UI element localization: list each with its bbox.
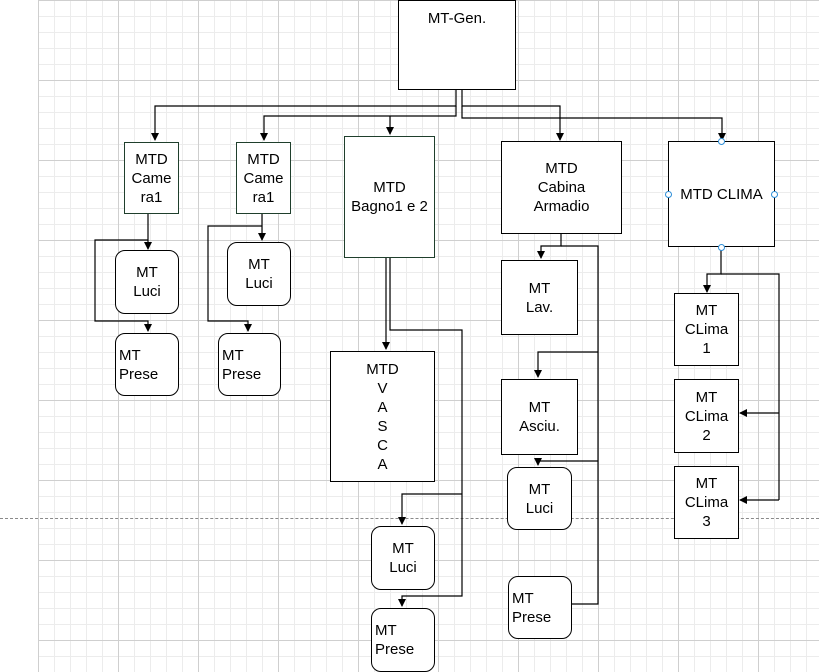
canvas-margin (0, 0, 38, 672)
connector-gen-clima[interactable] (461, 106, 726, 141)
connector-cabina-lav[interactable] (537, 234, 562, 259)
node-mt-luci-bagno[interactable]: MT Luci (371, 526, 435, 590)
node-mtd-vasca[interactable]: MTD V A S C A (330, 351, 435, 482)
node-label: MT CLima 2 (684, 388, 729, 444)
connector-bagno-luci[interactable] (398, 493, 462, 525)
node-label: MTD Came ra1 (131, 150, 172, 206)
connector-cabina-asciu[interactable] (534, 351, 598, 378)
node-label: MT Luci (133, 264, 161, 300)
connector-clima-branch[interactable] (721, 273, 780, 500)
node-mtd-clima[interactable]: MTD CLIMA (668, 141, 775, 247)
connector-gen-camera1b[interactable] (260, 106, 457, 141)
node-mt-prese-camera1-a[interactable]: MT Prese (115, 333, 179, 396)
node-label: MT Lav. (525, 279, 554, 316)
node-mtd-cabina-armadio[interactable]: MTD Cabina Armadio (501, 141, 622, 234)
node-label: MT Asciu. (519, 399, 560, 435)
node-label: MT Luci (245, 256, 273, 292)
connector-camera1a-prese[interactable] (94, 239, 152, 332)
node-label: MTD Came ra1 (243, 150, 284, 206)
node-label: MT Prese (119, 347, 159, 383)
connector-clima-clima1[interactable] (703, 247, 722, 293)
node-mtd-camera1-b[interactable]: MTD Came ra1 (236, 142, 291, 214)
node-label: MT CLima 1 (684, 302, 729, 357)
connector-cabina-luci[interactable] (534, 458, 598, 466)
selection-handle-top[interactable] (718, 138, 725, 145)
node-mt-prese-camera1-b[interactable]: MT Prese (218, 333, 281, 396)
node-label: MT-Gen. (427, 10, 487, 27)
node-mt-prese-cabina[interactable]: MT Prese (508, 576, 572, 639)
node-label: MTD V A S C A (366, 361, 399, 473)
node-mt-luci-camera1-a[interactable]: MT Luci (115, 250, 179, 314)
node-label: MT Luci (525, 480, 554, 517)
node-mt-gen[interactable]: MT-Gen. (398, 0, 516, 90)
node-label: MT Luci (389, 540, 417, 576)
connector-camera1b-prese[interactable] (207, 225, 262, 332)
node-mt-lav[interactable]: MT Lav. (501, 260, 578, 335)
node-mtd-bagno[interactable]: MTD Bagno1 e 2 (344, 136, 435, 258)
node-label: MTD CLIMA (680, 185, 763, 203)
selection-handle-bottom[interactable] (718, 244, 725, 251)
node-label: MTD Bagno1 e 2 (351, 179, 428, 215)
node-label: MT Prese (375, 622, 415, 658)
connector-gen-camera1a[interactable] (151, 90, 457, 141)
selection-handle-left[interactable] (665, 191, 672, 198)
node-mt-luci-camera1-b[interactable]: MT Luci (227, 242, 291, 306)
node-mt-clima-3[interactable]: MT CLima 3 (674, 466, 739, 539)
node-label: MT Prese (222, 347, 262, 383)
node-label: MT Prese (512, 590, 552, 626)
connector-gen-cabina[interactable] (461, 90, 564, 141)
selection-handle-right[interactable] (771, 191, 778, 198)
connector-cabina-branch[interactable] (561, 245, 599, 605)
node-mt-clima-1[interactable]: MT CLima 1 (674, 293, 739, 366)
node-label: MTD Cabina Armadio (533, 160, 590, 215)
node-mt-asciu[interactable]: MT Asciu. (501, 379, 578, 455)
node-mt-prese-bagno[interactable]: MT Prese (371, 608, 435, 672)
page-break-line (0, 518, 819, 519)
node-mtd-camera1-a[interactable]: MTD Came ra1 (124, 142, 179, 214)
node-mt-luci-cabina[interactable]: MT Luci (507, 467, 572, 530)
node-mt-clima-2[interactable]: MT CLima 2 (674, 379, 739, 453)
node-label: MT CLima 3 (684, 475, 729, 530)
connector-bagno-branch[interactable] (389, 258, 463, 607)
